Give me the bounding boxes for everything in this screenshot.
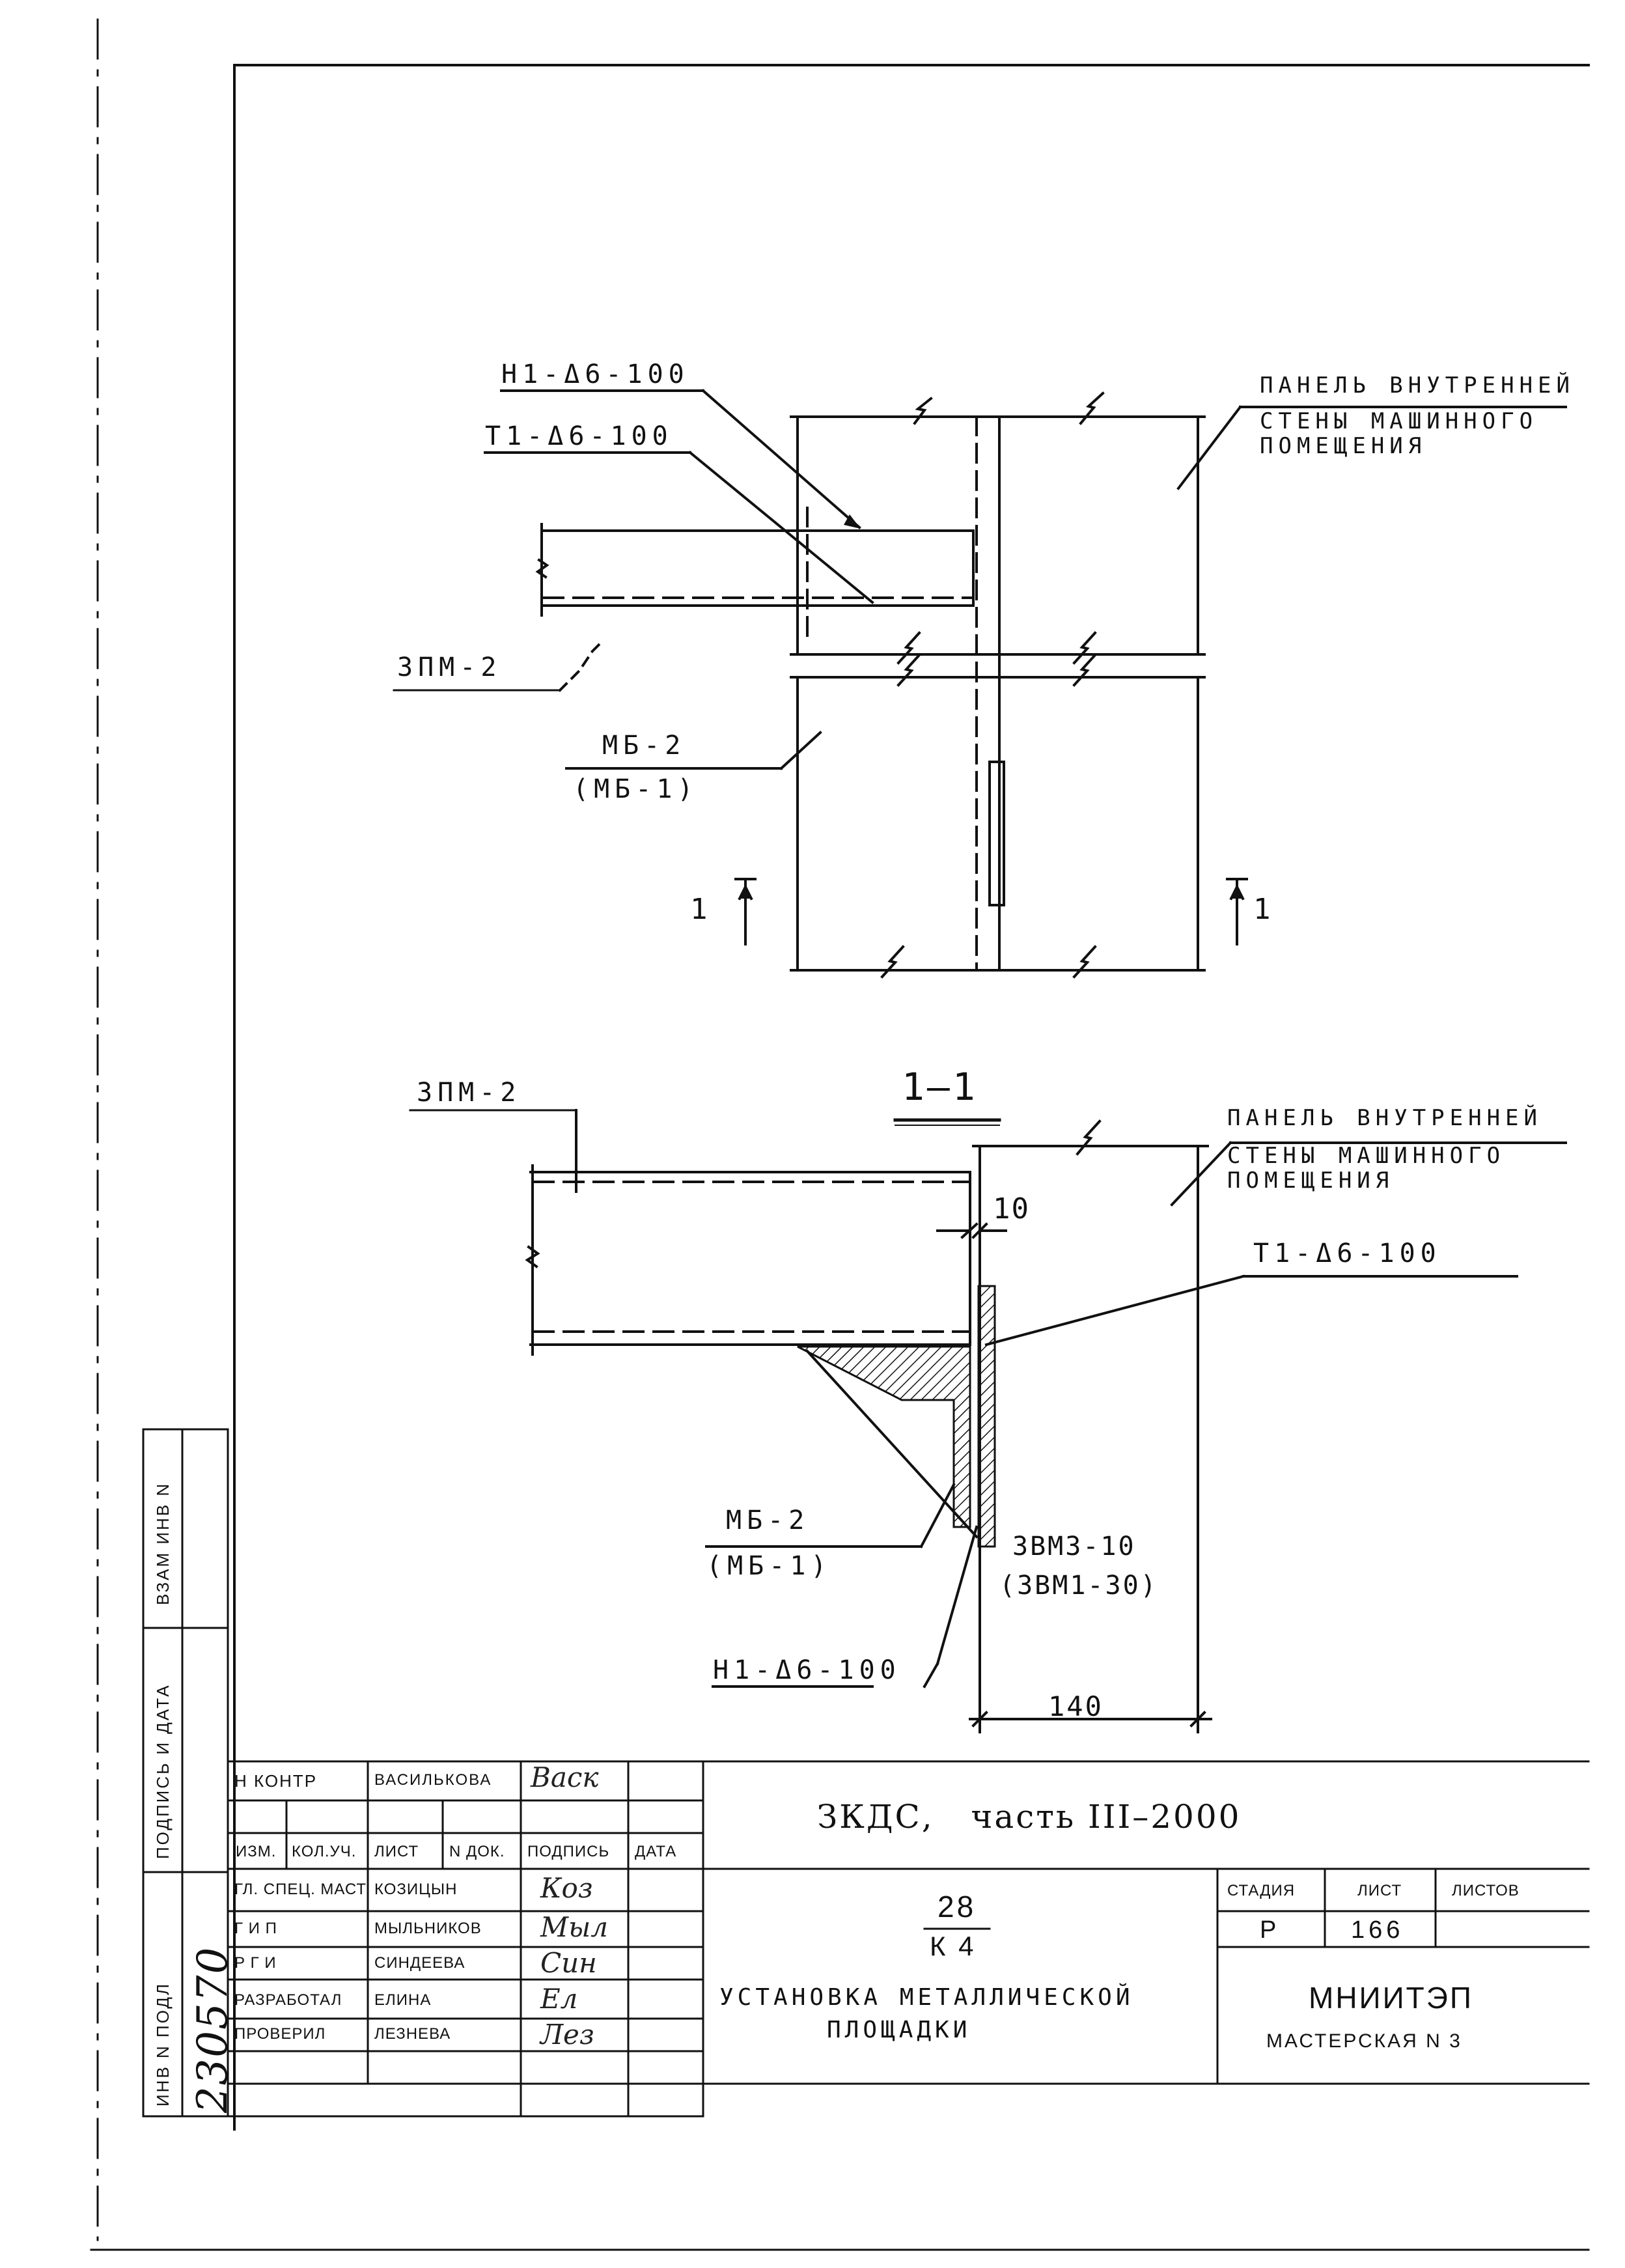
stage-value: Р [1260,1916,1277,1944]
n-kontr-label: Н КОНТР [234,1771,318,1791]
signature-n-kontr: Васк [531,1761,599,1793]
signature-row-4: Ел [540,1983,578,2015]
callout-t1-top: Т1-Δ6-100 [485,421,673,451]
role-name: ЕЛИНА [374,1991,432,2009]
callout-mb-alt-top: (МБ-1) [573,774,699,804]
col-podpis: ПОДПИСЬ [527,1843,610,1860]
signature-row-5: Лез [540,2019,594,2051]
panel-label-section-3: ПОМЕЩЕНИЯ [1227,1168,1395,1194]
top-detail [393,389,1567,979]
role-name: МЫЛЬНИКОВ [374,1920,482,1937]
callout-t1-section: Т1-Δ6-100 [1253,1239,1441,1268]
callout-zpm-top: ЗПМ-2 [397,652,502,682]
side-stamp [142,1428,236,2118]
role-label: ПРОВЕРИЛ [234,2025,326,2043]
col-izm: ИЗМ. [236,1843,277,1860]
callout-n1-section: Н1-Δ6-100 [713,1655,901,1685]
panel-label-section-2: СТЕНЫ МАШИННОГО [1227,1143,1506,1169]
panel-label-top-3: ПОМЕЩЕНИЯ [1260,433,1427,459]
callout-mb-alt-section: (МБ-1) [706,1551,832,1581]
sheet-code-bottom: К 4 [930,1931,977,1961]
project-title: ЗКДС, часть III–2000 [817,1798,1242,1836]
panel-label-top-1: ПАНЕЛЬ ВНУТРЕННЕЙ [1260,372,1575,399]
callout-weld-alt: (ЗВМ1-30) [999,1571,1158,1601]
panel-label-section-1: ПАНЕЛЬ ВНУТРЕННЕЙ [1227,1105,1542,1131]
callout-mb-top: МБ-2 [602,731,686,761]
section-mark-right: 1 [1253,893,1276,926]
callout-weld: ЗВМ3-10 [1012,1532,1136,1561]
stamp-inv-label: ИНВ N ПОДЛ [153,1981,173,2107]
col-list: ЛИСТ [374,1843,419,1860]
sheets-label: ЛИСТОВ [1452,1882,1520,1899]
section-mark-left: 1 [690,893,713,926]
stamp-vzam-label: ВЗАМ ИНВ N [153,1481,173,1605]
drawing-title-line2: ПЛОЩАДКИ [827,2017,971,2043]
title-block-grid [227,1760,1590,2118]
org-name: МНИИТЭП [1309,1981,1473,2015]
sheet-value: 166 [1351,1916,1404,1944]
org-dept: МАСТЕРСКАЯ N 3 [1266,2030,1462,2052]
signature-row-3: Син [540,1947,597,1979]
signature-row-2: Мыл [540,1911,608,1943]
col-data: ДАТА [635,1843,677,1860]
role-label: Г И П [234,1920,277,1937]
stamp-sign-date-label: ПОДПИСЬ И ДАТА [153,1683,173,1859]
n-kontr-name: ВАСИЛЬКОВА [374,1771,492,1789]
sheet-label: ЛИСТ [1357,1882,1402,1899]
dim-width-140: 140 [1048,1690,1104,1722]
callout-mb-section: МБ-2 [726,1505,810,1535]
signature-row-1: Коз [540,1872,593,1904]
col-koluch: КОЛ.УЧ. [292,1843,357,1860]
stage-label: СТАДИЯ [1227,1882,1296,1899]
panel-label-top-2: СТЕНЫ МАШИННОГО [1260,408,1538,434]
callout-zpm-section: ЗПМ-2 [417,1078,521,1108]
dim-gap-10: 10 [993,1192,1030,1225]
col-ndok: N ДОК. [449,1843,505,1860]
role-label: ГЛ. СПЕЦ. МАСТ [234,1881,367,1898]
stamp-inv-value: 230570 [189,1946,237,2113]
section-1-1-detail [409,1109,1567,1733]
drawing-title-line1: УСТАНОВКА МЕТАЛЛИЧЕСКОЙ [719,1984,1134,2011]
role-label: Р Г И [234,1954,277,1972]
section-title: 1–1 [902,1065,978,1109]
role-label: РАЗРАБОТАЛ [234,1991,342,2009]
role-name: ЛЕЗНЕВА [374,2025,451,2043]
role-name: КОЗИЦЫН [374,1881,458,1898]
role-name: СИНДЕЕВА [374,1954,465,1972]
sheet-code-top: 28 [938,1890,977,1924]
callout-n1-top: Н1-Δ6-100 [501,359,689,389]
